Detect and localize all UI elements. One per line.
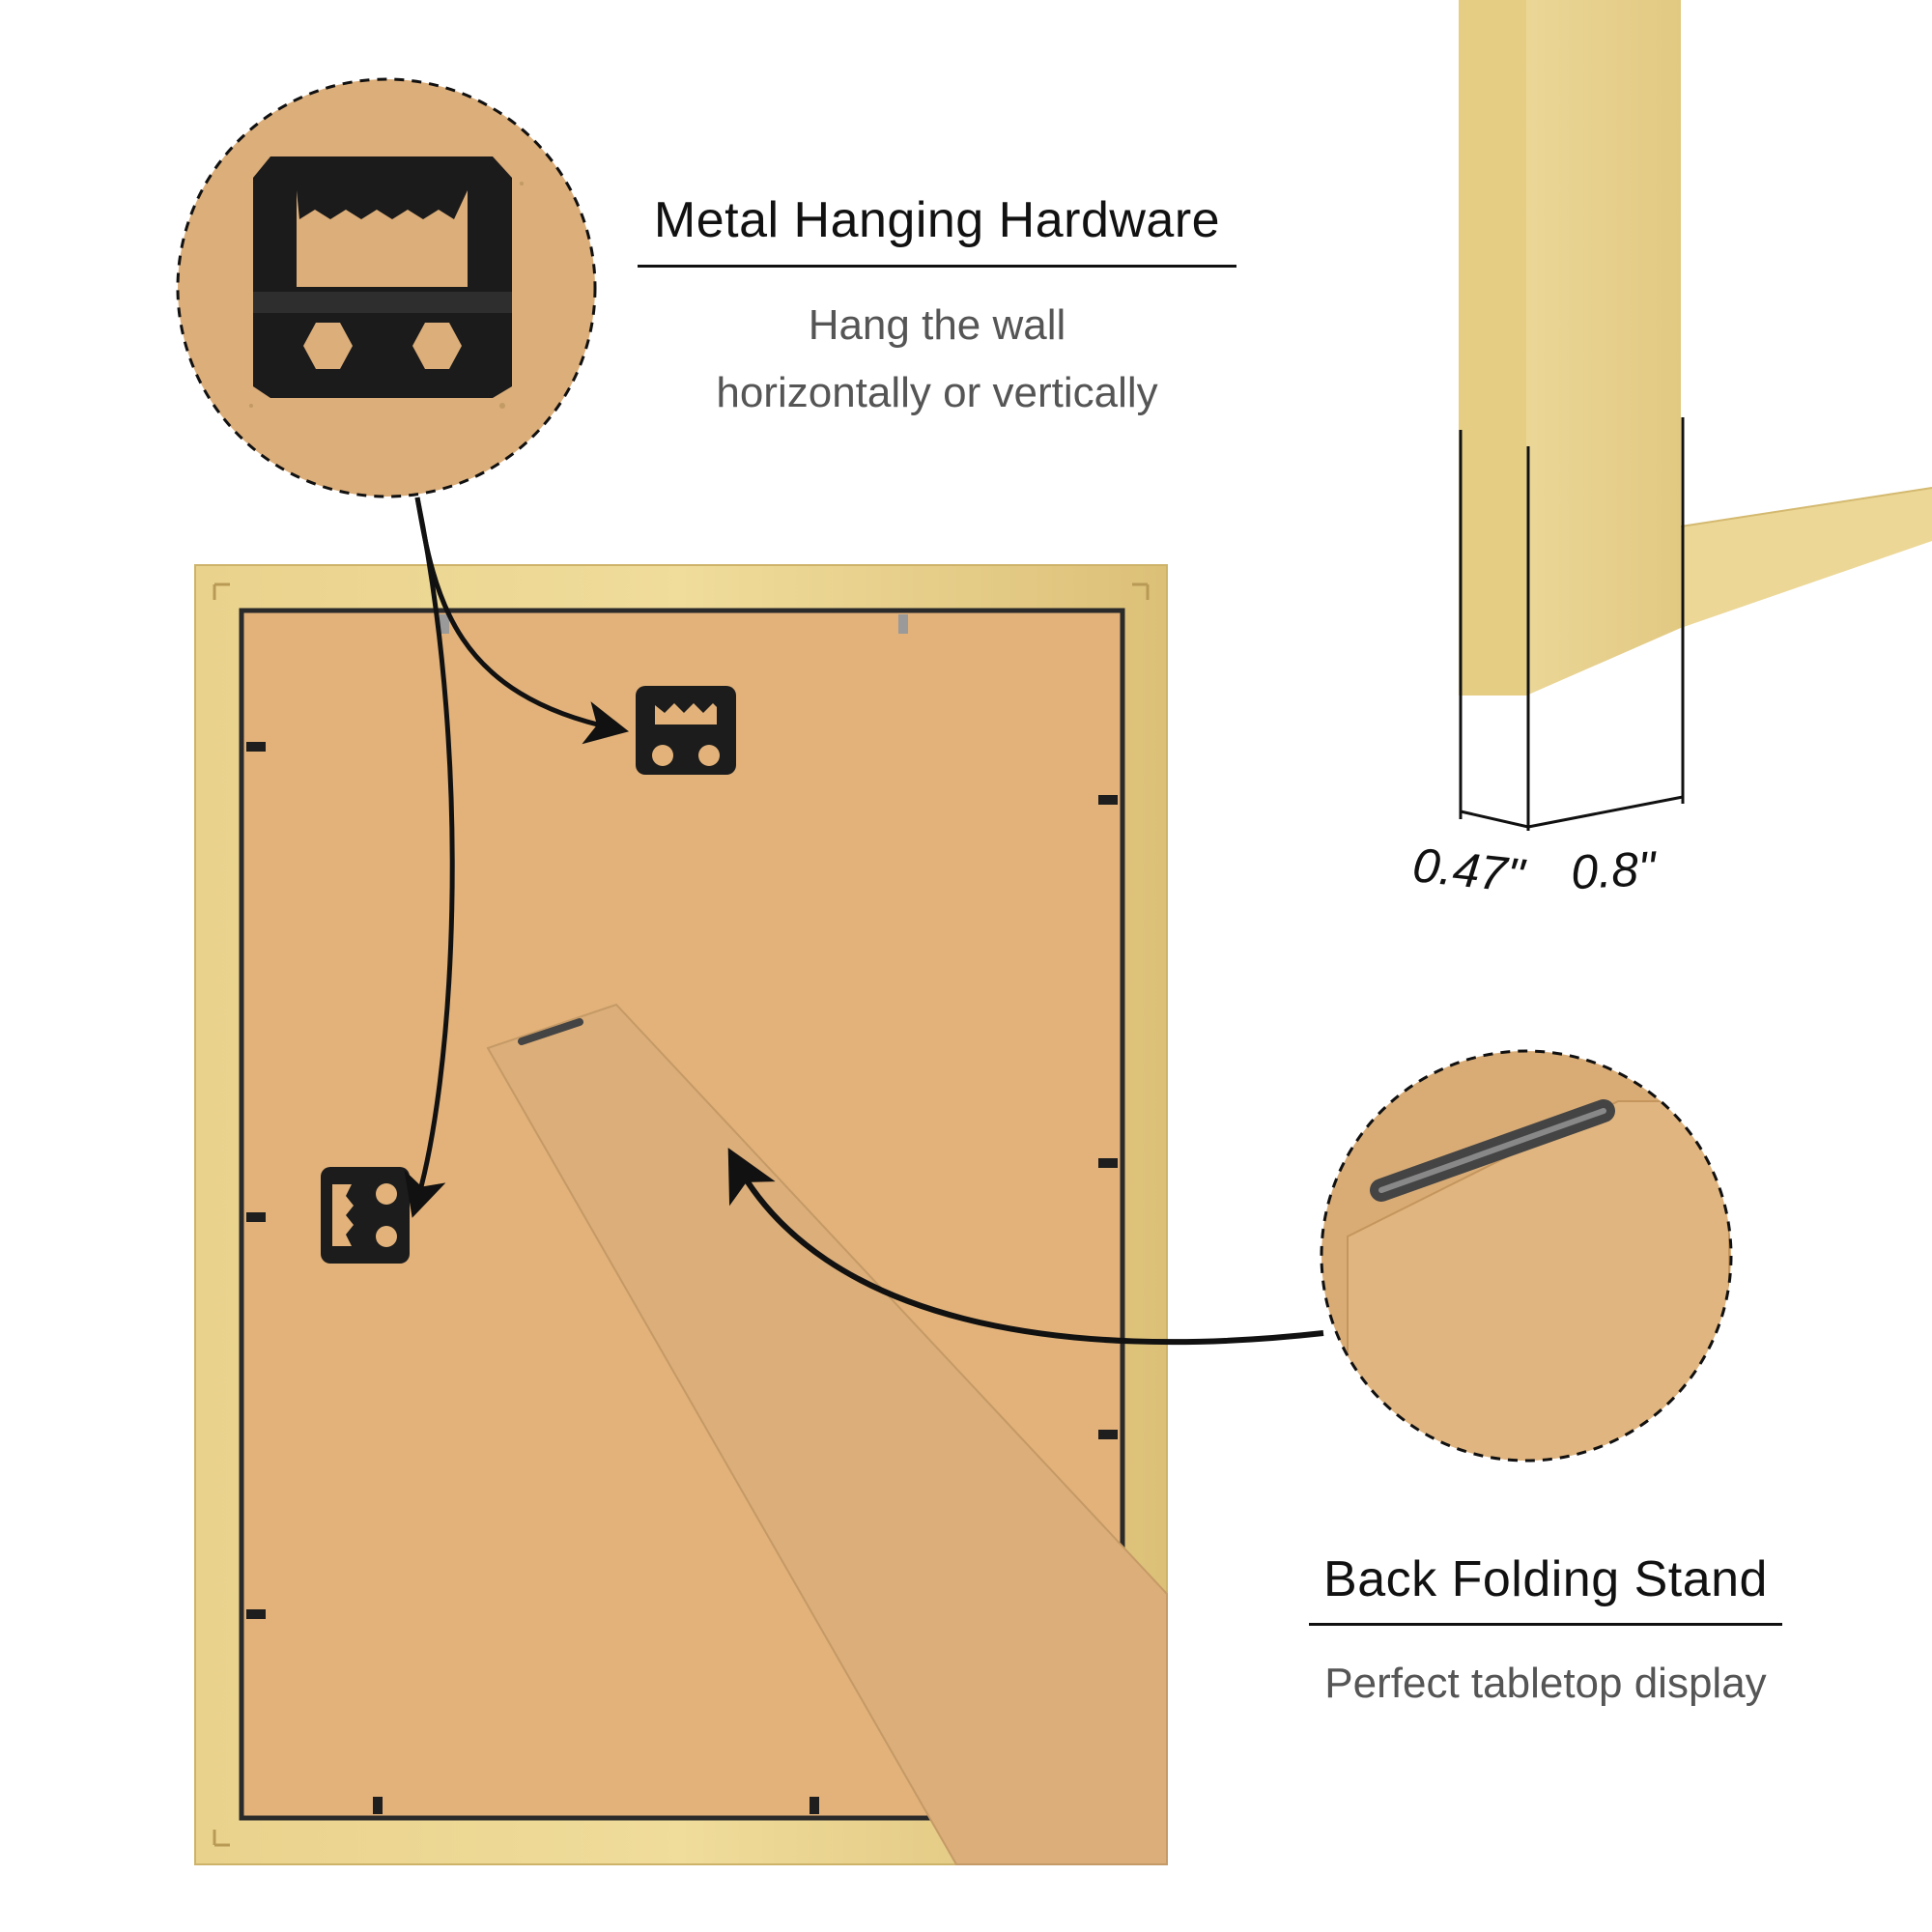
sawtooth-hanger-horizontal: [636, 686, 736, 775]
hanging-hardware-title: Metal Hanging Hardware: [653, 192, 1221, 248]
width-dimension-label: 0.8": [1569, 840, 1658, 900]
frame-back: [194, 564, 1168, 1865]
stand-detail: [1320, 1049, 1733, 1463]
hanging-hardware-line1: Hang the wall: [808, 301, 1066, 349]
frame-profile: [1459, 0, 1932, 831]
arrow-to-stand: [727, 1148, 1324, 1346]
folding-stand: [486, 1003, 1168, 1865]
folding-stand-underline: [1309, 1623, 1782, 1626]
arrow-to-vertical-hanger: [404, 497, 455, 1218]
folding-stand-title: Back Folding Stand: [1323, 1551, 1768, 1607]
folding-stand-line1: Perfect tabletop display: [1324, 1660, 1767, 1707]
hanging-hardware-underline: [638, 265, 1236, 268]
sawtooth-hanger-vertical: [321, 1167, 410, 1264]
hanging-hardware-line2: horizontally or vertically: [716, 369, 1158, 416]
hanger-closeup: [253, 156, 512, 398]
hanging-hardware-detail: [176, 77, 597, 498]
